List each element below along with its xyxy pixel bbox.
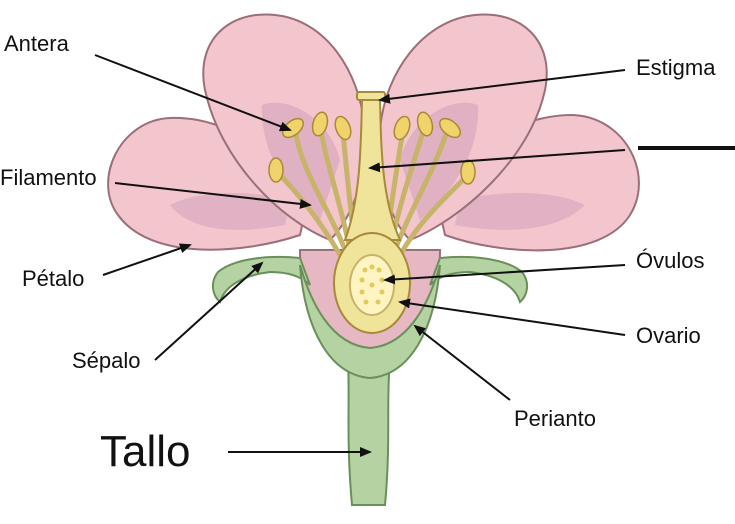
arrow-petalo [102,243,192,276]
sepal-right [429,255,528,304]
arrow-ovario [398,298,626,336]
label-perianto: Perianto [514,406,596,431]
label-sepalo: Sépalo [72,348,141,373]
label-filamento: Filamento [0,165,97,190]
label-antera: Antera [4,31,69,56]
arrow-sepalo [154,261,264,361]
label-ovario: Ovario [636,323,701,348]
arrow-estigma [378,69,626,104]
label-arrows [94,54,626,457]
arrow-filamento [114,182,312,209]
arrow-perianto [413,324,511,401]
label-petalo: Pétalo [22,266,85,291]
stem [346,359,392,506]
label-ovulos: Óvulos [636,248,705,273]
arrow-antera [94,54,292,132]
cup-green [299,264,441,380]
arrow-style [368,149,626,173]
arrow-ovulos [383,264,626,285]
label-tallo: Tallo [100,427,191,476]
label-estigma: Estigma [636,55,716,80]
anthers [268,111,476,185]
stigma [356,91,386,101]
